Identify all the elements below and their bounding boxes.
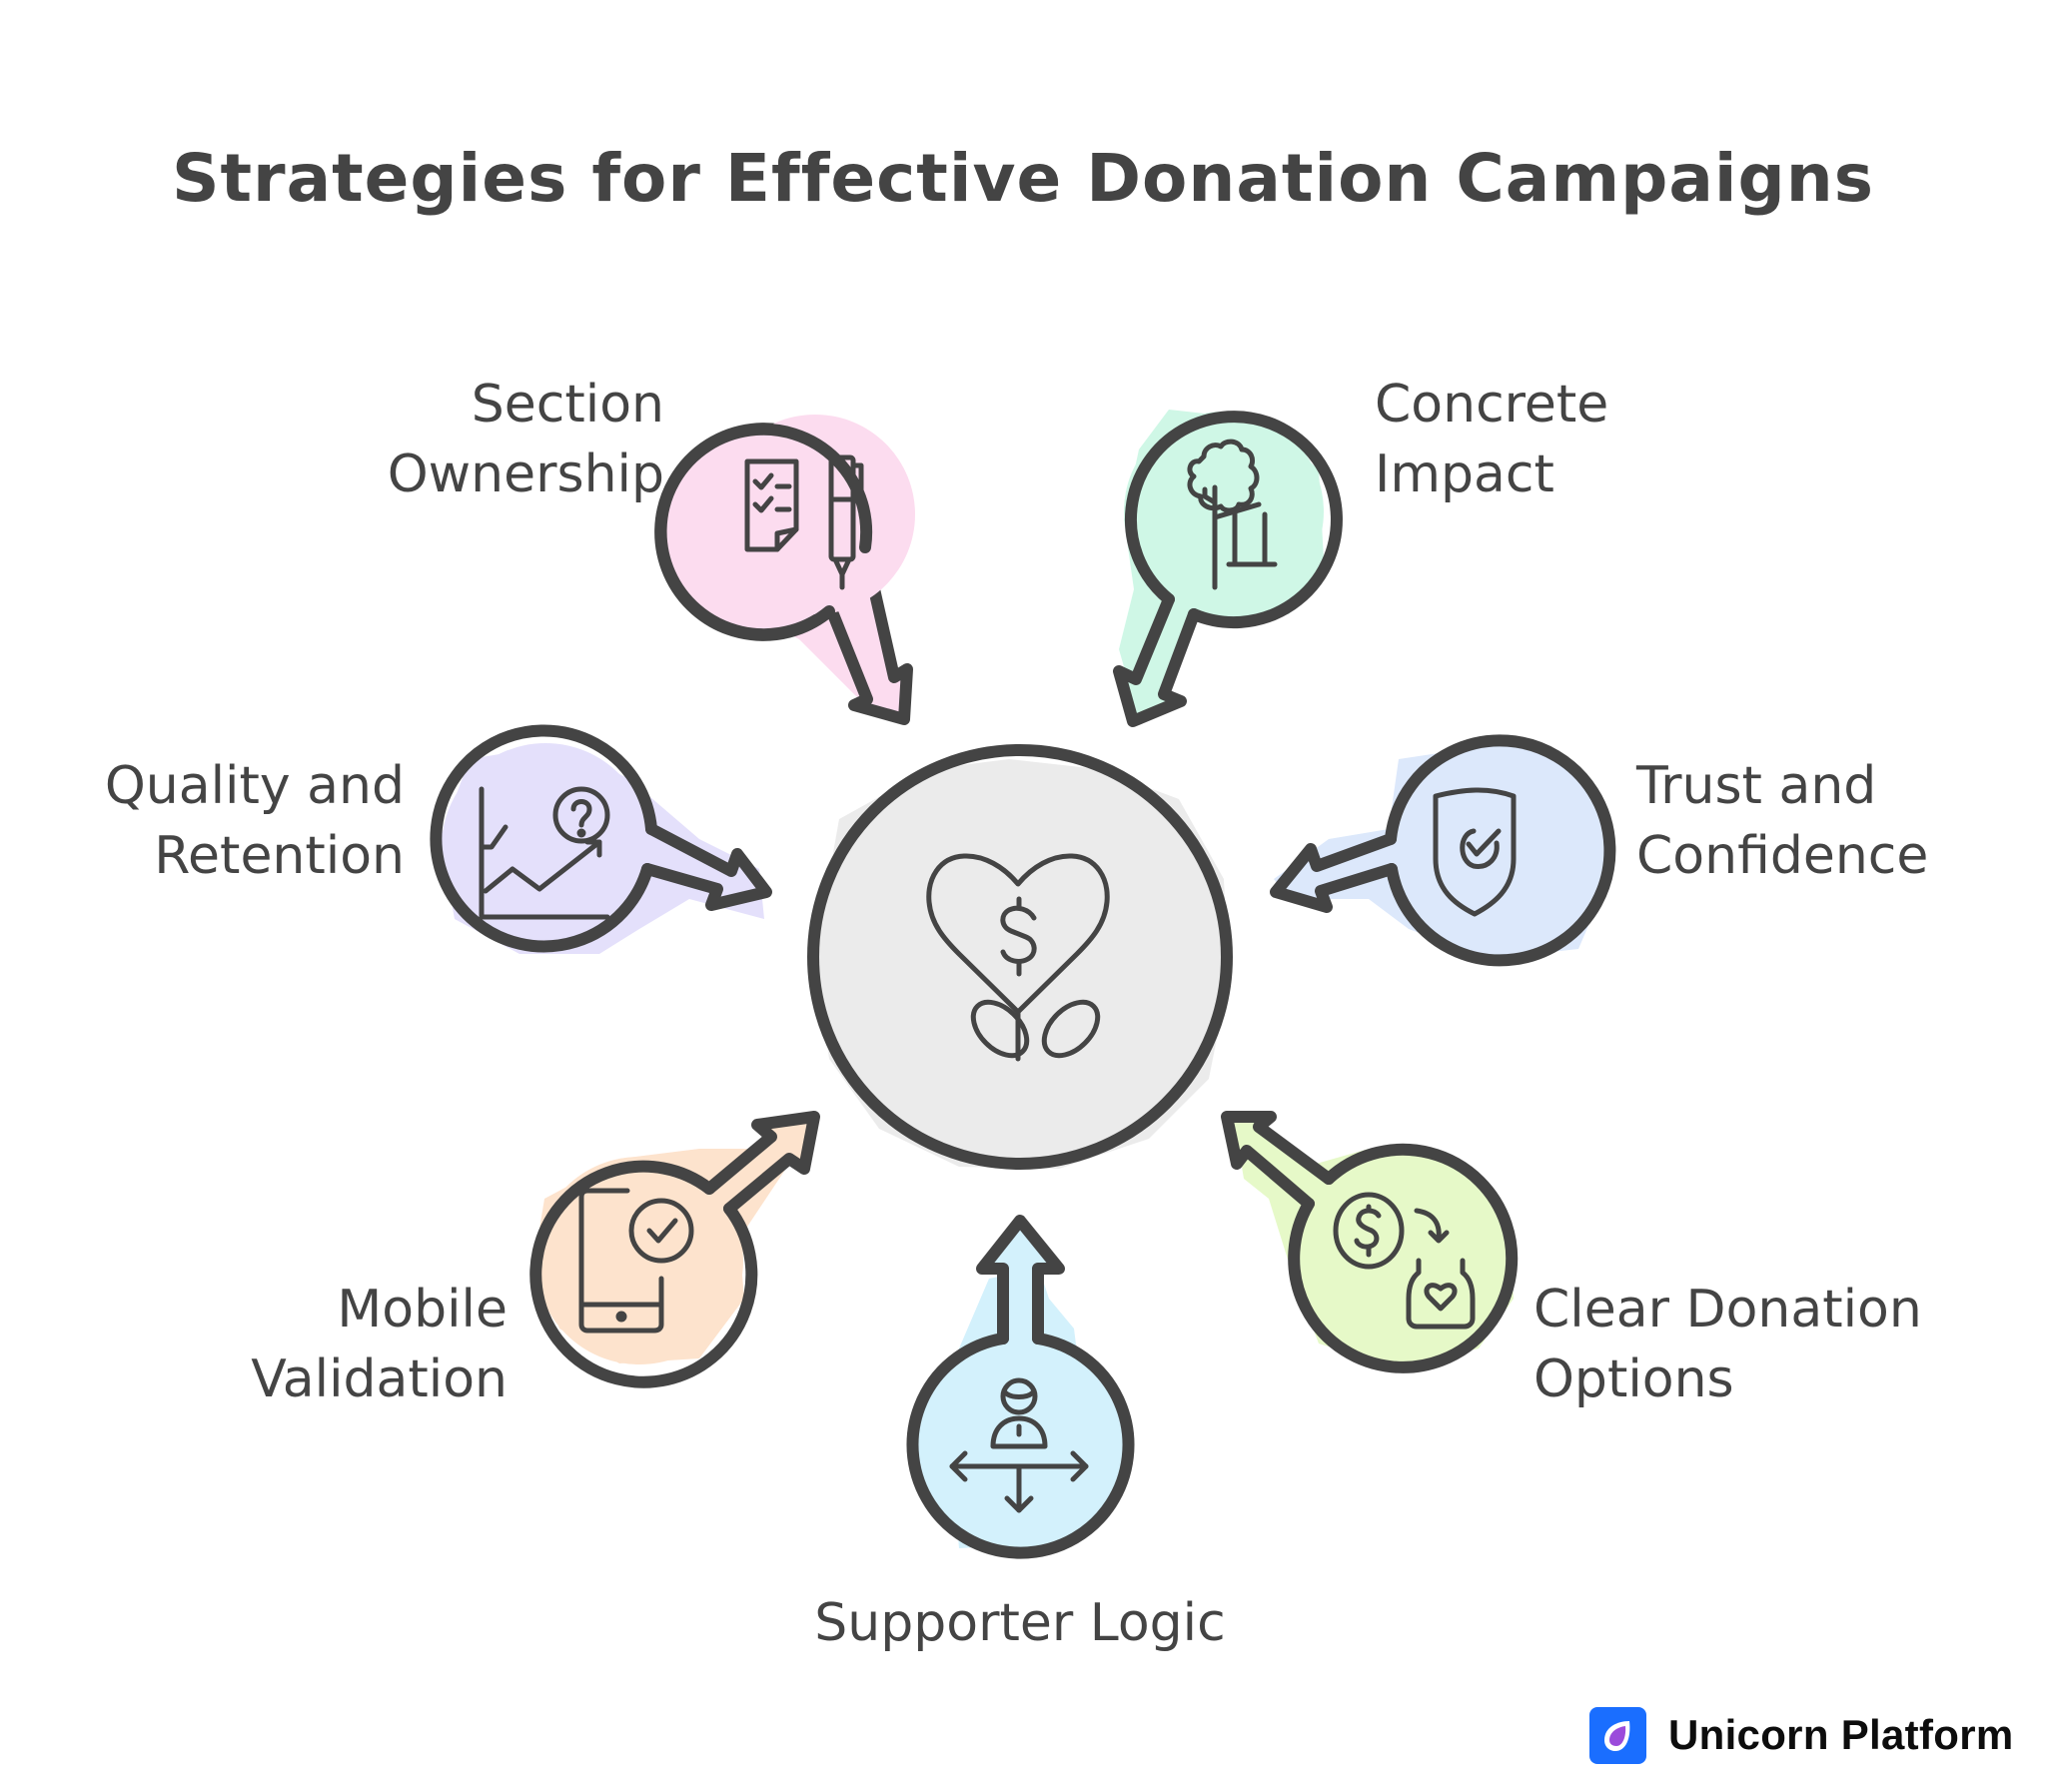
label-line: Quality and [104,756,405,816]
person-directions-icon [949,1377,1089,1513]
label-line: Ownership [387,445,664,504]
brand-name: Unicorn Platform [1668,1711,2014,1758]
phone-check-icon [578,1188,694,1334]
node-quality-retention [430,724,772,954]
shield-check-icon [1433,787,1517,917]
node-clear-donation-options [1221,1111,1519,1373]
chart-question-icon [479,786,610,920]
heart-dollar-sprout-icon [926,853,1110,1062]
center-node [807,744,1233,1170]
label-section-ownership: Section Ownership [340,370,664,509]
label-trust-confidence: Trust and Confidence [1636,751,2016,891]
center-circle [807,744,1233,1170]
label-supporter-logic: Supporter Logic [720,1588,1320,1658]
label-line: Trust and [1636,756,1877,816]
label-line: Concrete [1375,375,1609,435]
brand-watermark: Unicorn Platform [1589,1706,2014,1764]
checklist-pen-icon [744,454,864,590]
label-mobile-validation: Mobile Validation [180,1275,508,1414]
node-section-ownership [654,415,915,725]
label-line: Validation [251,1349,508,1409]
label-line: Retention [154,826,405,886]
node-supporter-logic [906,1215,1135,1559]
unicorn-drop-logo-icon [1589,1706,1646,1764]
node-concrete-impact [1113,410,1343,727]
label-line: Confidence [1636,826,1929,886]
label-line: Options [1534,1349,1734,1409]
label-line: Clear Donation [1534,1280,1922,1340]
label-line: Supporter Logic [814,1593,1226,1653]
tree-icon [1187,439,1278,590]
label-line: Impact [1375,445,1554,504]
node-trust-confidence [1270,734,1616,967]
label-line: Section [471,375,664,435]
page-title: Strategies for Effective Donation Campai… [171,140,1875,217]
label-clear-donation-options: Clear Donation Options [1534,1275,2013,1414]
label-quality-retention: Quality and Retention [40,751,405,891]
coin-to-jar-icon [1333,1192,1476,1330]
node-mobile-validation [529,1111,820,1388]
label-concrete-impact: Concrete Impact [1375,370,1704,509]
label-line: Mobile [337,1280,508,1340]
